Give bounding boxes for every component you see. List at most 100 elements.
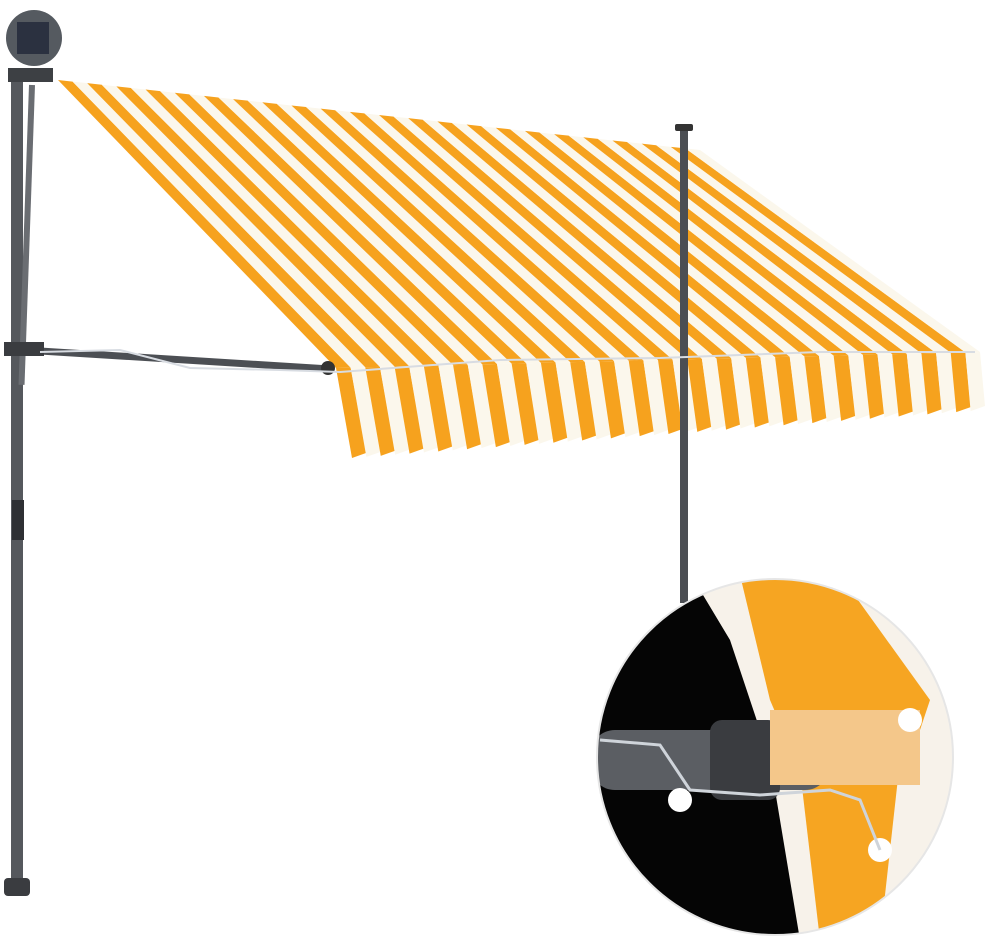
valance-stripe xyxy=(497,363,525,446)
valance-stripe xyxy=(350,367,381,457)
canopy-stripe xyxy=(656,145,951,354)
valance-stripe xyxy=(511,363,540,445)
valance-stripe xyxy=(379,366,410,455)
valance-stripe xyxy=(467,364,496,449)
canopy-stripe xyxy=(291,105,585,363)
valance-stripe xyxy=(906,353,928,416)
valance-stripe xyxy=(409,365,439,453)
canopy-stripe xyxy=(58,80,351,368)
canopy-stripe xyxy=(597,138,893,355)
led-bulb xyxy=(668,788,692,812)
canopy-stripe xyxy=(393,116,688,360)
valance-stripe xyxy=(745,357,770,428)
led-bulb xyxy=(898,708,922,732)
pole-foot xyxy=(4,878,30,896)
valance-stripe xyxy=(643,360,669,436)
canopy-stripe xyxy=(203,95,497,365)
valance-stripe xyxy=(423,365,453,452)
valance-stripe xyxy=(936,352,957,414)
canopy-stripe xyxy=(87,83,380,368)
canopy-stripe xyxy=(233,99,527,364)
canopy-stripe xyxy=(364,113,658,361)
canopy-stripe xyxy=(568,135,863,356)
canopy-stripe xyxy=(554,134,849,356)
valance-stripe xyxy=(394,366,424,454)
canopy-stripe xyxy=(262,102,556,363)
canopy-stripe xyxy=(247,100,541,364)
valance-stripe xyxy=(526,362,554,444)
canopy-stripe xyxy=(335,110,629,362)
valance-stripe xyxy=(599,361,626,439)
valance-stripe xyxy=(540,362,568,443)
canopy-stripe xyxy=(670,146,966,353)
canopy-stripe xyxy=(408,118,702,360)
awning-valance xyxy=(336,352,985,458)
canopy-stripe xyxy=(422,119,717,359)
valance-stripe xyxy=(775,356,798,426)
canopy-stripe xyxy=(276,103,571,363)
valance-stripe xyxy=(701,358,727,431)
canopy-stripe xyxy=(320,108,615,362)
valance-stripe xyxy=(789,356,813,425)
valance-stripe xyxy=(628,360,655,437)
canopy-stripe xyxy=(451,122,746,359)
canopy-stripe xyxy=(583,137,878,355)
valance-stripe xyxy=(848,354,870,420)
canopy-stripe xyxy=(189,94,483,365)
valance-stripe xyxy=(877,354,899,418)
valance-stripe xyxy=(687,358,712,432)
valance-stripe xyxy=(482,364,511,448)
valance-stripe xyxy=(731,357,755,429)
valance-stripe xyxy=(965,352,985,412)
valance-stripe xyxy=(892,353,914,417)
valance-stripe xyxy=(336,367,367,458)
detail-inset xyxy=(597,579,953,935)
canopy-stripe xyxy=(160,91,454,366)
valance-stripe xyxy=(614,360,640,438)
valance-stripe xyxy=(453,364,482,450)
valance-stripe xyxy=(921,353,942,415)
solar-cell xyxy=(17,22,49,54)
canopy-stripe xyxy=(116,86,410,367)
canopy-stripe xyxy=(437,121,732,359)
valance-stripe xyxy=(716,358,741,430)
valance-stripe xyxy=(365,366,396,456)
canopy-stripe xyxy=(174,92,468,366)
valance-stripe xyxy=(862,354,885,419)
valance-stripe xyxy=(833,355,856,421)
left-pole xyxy=(11,70,23,890)
valance-stripe xyxy=(570,361,597,441)
canopy-stripe xyxy=(685,148,980,353)
left-brace xyxy=(18,84,35,385)
awning-canopy xyxy=(58,80,980,368)
valance-stripe xyxy=(658,359,683,434)
canopy-stripe xyxy=(510,129,805,357)
right-pole-cap xyxy=(675,124,693,131)
valance-stripe xyxy=(950,352,971,413)
canopy-stripe xyxy=(72,81,366,368)
canopy-stripe xyxy=(641,143,937,354)
valance-stripe xyxy=(438,365,468,451)
canopy-stripe xyxy=(101,84,395,367)
arm-end-cap xyxy=(321,361,335,375)
canopy-stripe xyxy=(306,107,600,362)
valance-stripe xyxy=(584,361,611,440)
led-light-string xyxy=(39,348,975,374)
valance-stripe xyxy=(760,357,784,427)
canopy-stripe xyxy=(130,87,424,367)
canopy-stripe xyxy=(627,142,922,354)
canopy-stripe xyxy=(379,115,673,360)
canopy-stripe xyxy=(495,127,790,358)
canopy-stripe xyxy=(481,126,776,358)
right-pole xyxy=(680,128,688,603)
arm-joint xyxy=(4,342,44,356)
canopy-stripe xyxy=(145,89,439,366)
pole-clamp xyxy=(12,500,24,540)
canopy-stripe xyxy=(524,130,819,357)
canopy-stripe xyxy=(349,111,644,361)
valance-stripe xyxy=(804,356,827,424)
top-bracket xyxy=(8,68,53,82)
canopy-stripe xyxy=(218,97,512,364)
valance-stripe xyxy=(555,362,583,442)
